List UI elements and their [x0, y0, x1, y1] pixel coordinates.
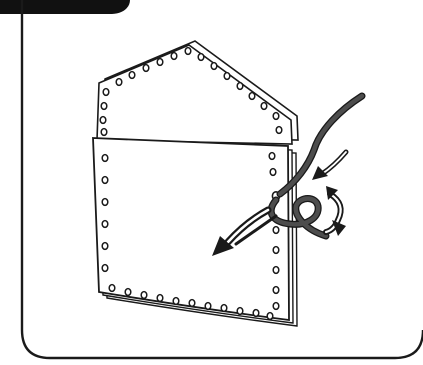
lacing-hole [185, 48, 191, 55]
lacing-hole [269, 153, 275, 160]
lacing-hole [101, 103, 107, 110]
lacing-hole [273, 247, 279, 254]
lacing-hole [189, 300, 195, 307]
lacing-cord-incoming [280, 96, 362, 194]
lacing-hole [102, 243, 108, 250]
arrow-down-left-icon [312, 152, 346, 180]
lacing-hole [103, 89, 109, 96]
lacing-hole [157, 295, 163, 302]
lacing-hole [276, 127, 282, 134]
lacing-hole [129, 72, 135, 79]
lacing-hole [270, 169, 276, 176]
lacing-hole [141, 292, 147, 299]
lacing-hole [273, 303, 279, 310]
lacing-hole [198, 54, 204, 61]
arrow-curl-icon [326, 186, 346, 236]
frame-header-tab [0, 0, 130, 14]
lacing-hole [173, 298, 179, 305]
lacing-hole [143, 65, 149, 72]
lacing-hole [273, 267, 279, 274]
lacing-hole [157, 59, 163, 66]
lacing-hole [100, 117, 106, 124]
lacing-hole [109, 285, 115, 292]
lacing-hole [221, 305, 227, 312]
lacing-hole [261, 103, 267, 110]
lacing-hole [102, 177, 108, 184]
lacing-hole [273, 287, 279, 294]
lacing-hole [267, 313, 273, 320]
lacing-hole [102, 155, 108, 162]
lacing-hole [171, 53, 177, 60]
lacing-hole [205, 303, 211, 310]
lacing-hole [116, 79, 122, 86]
lacing-hole [211, 63, 217, 70]
lacing-hole [237, 308, 243, 315]
lacing-hole [102, 265, 108, 272]
lacing-hole [253, 310, 259, 317]
front-leather-panel [93, 138, 297, 326]
lacing-hole [101, 129, 107, 136]
lacing-hole [273, 113, 279, 120]
lacing-hole [224, 73, 230, 80]
lacing-hole [102, 199, 108, 206]
lacing-hole [273, 227, 279, 234]
lacing-hole [102, 221, 108, 228]
lacing-hole [237, 83, 243, 90]
lacing-hole [125, 289, 131, 296]
lacing-hole [249, 93, 255, 100]
